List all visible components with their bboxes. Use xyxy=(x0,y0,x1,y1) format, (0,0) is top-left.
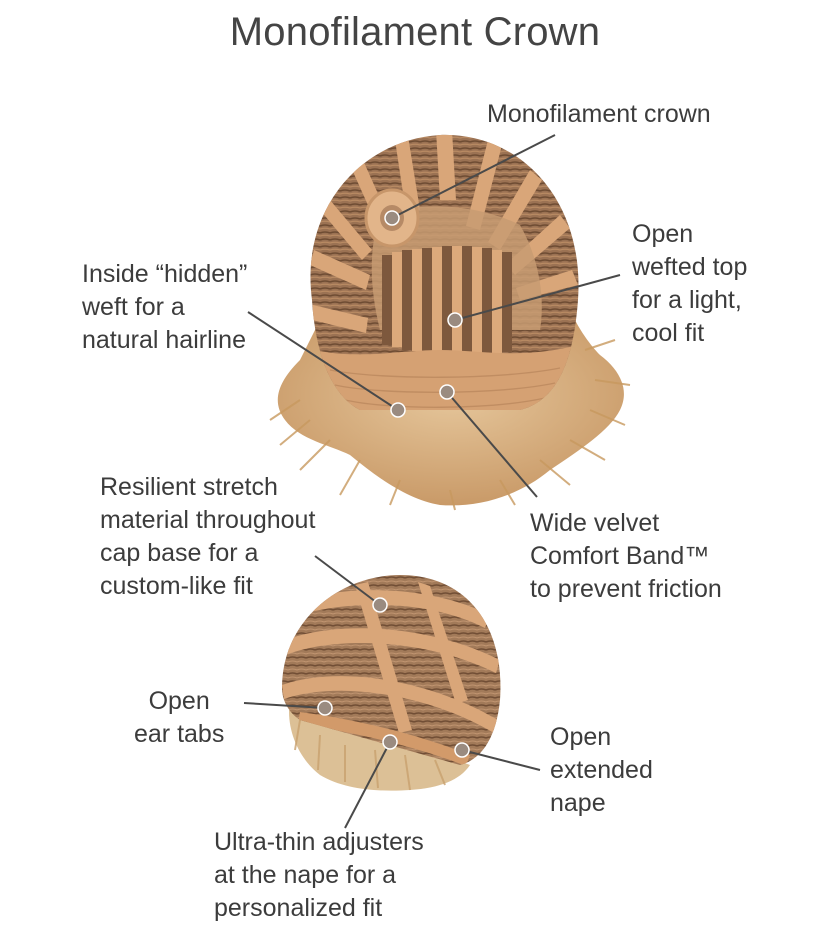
dot-ear-tabs xyxy=(317,700,333,716)
diagram-title: Monofilament Crown xyxy=(229,10,601,54)
dot-comfort-band xyxy=(439,384,455,400)
leader-lines xyxy=(243,134,621,829)
leader-comfort-band xyxy=(446,391,538,498)
top-cap-base xyxy=(310,134,579,411)
leader-adjusters xyxy=(344,741,391,829)
callout-hidden-weft: Inside “hidden” weft for a natural hairl… xyxy=(82,260,248,354)
callout-ear-tabs: Open ear tabs xyxy=(134,687,225,748)
callout-dots xyxy=(317,210,470,758)
leader-hidden-weft xyxy=(247,311,399,411)
dot-mono-crown xyxy=(384,210,400,226)
leader-nape xyxy=(461,749,541,771)
dot-nape xyxy=(454,742,470,758)
callout-mono-crown: Monofilament crown xyxy=(487,100,711,128)
callout-extended-nape: Open extended nape xyxy=(550,723,653,817)
callout-stretch-material: Resilient stretch material throughout ca… xyxy=(100,473,316,600)
callout-adjusters: Ultra-thin adjusters at the nape for a p… xyxy=(214,828,424,922)
callout-comfort-band: Wide velvet Comfort Band™ to prevent fri… xyxy=(530,509,722,603)
dot-open-wefted xyxy=(447,312,463,328)
leader-open-wefted xyxy=(454,274,621,321)
callout-open-wefted-top: Open wefted top for a light, cool fit xyxy=(632,220,748,347)
dot-stretch xyxy=(372,597,388,613)
leader-stretch xyxy=(314,555,381,606)
dot-adjusters xyxy=(382,734,398,750)
leader-ear-tabs xyxy=(243,702,326,709)
leader-mono-crown xyxy=(391,134,556,219)
dot-hidden-weft xyxy=(390,402,406,418)
